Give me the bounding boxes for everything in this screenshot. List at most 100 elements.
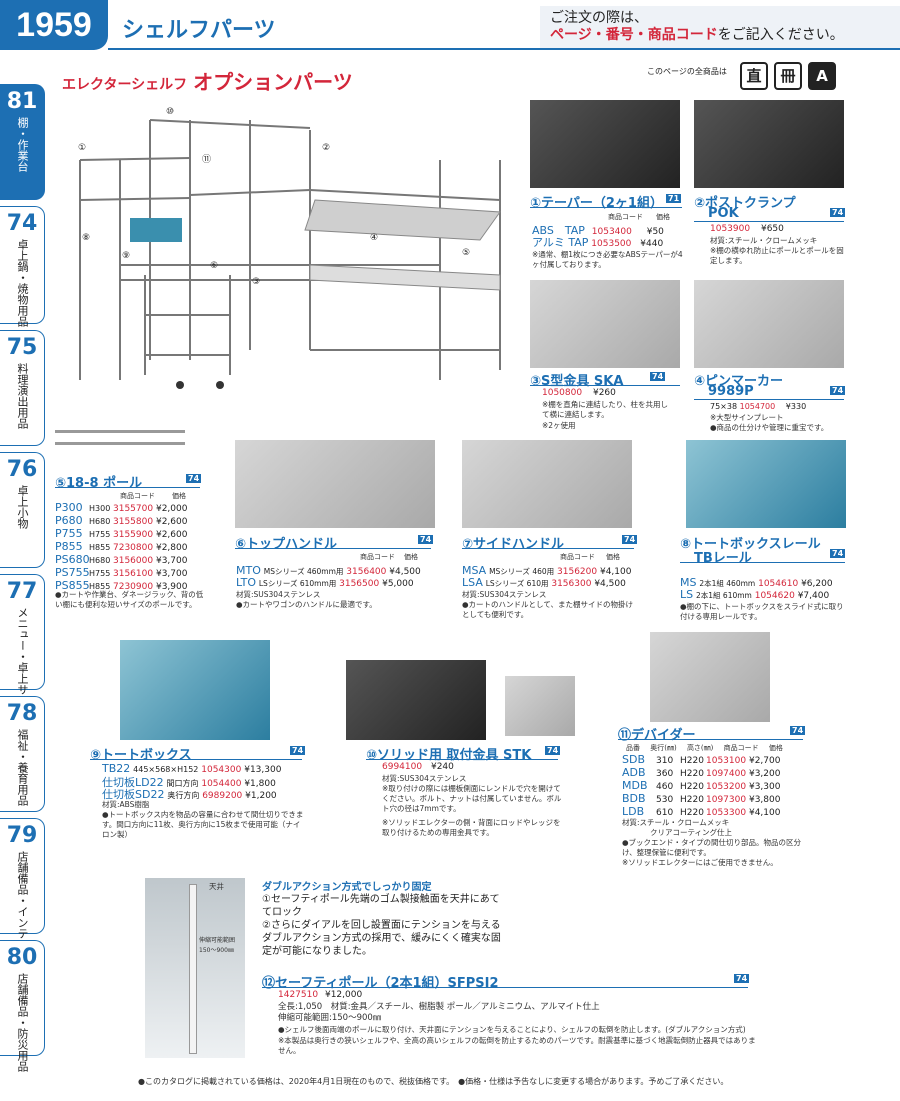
p7-row: MSA MSシリーズ 460用 3156200 ¥4,100: [462, 564, 632, 577]
p7-rule: [462, 548, 634, 549]
tab-num: 79: [6, 823, 38, 848]
range-label: 伸縮可能範囲 150〜900㎜: [199, 937, 236, 954]
p11-header: 品番 奥行(㎜) 高さ(㎜) 商品コード 価格: [626, 744, 783, 752]
tote-box-illustration: [130, 218, 182, 242]
tab-label: 棚・作業台: [16, 117, 29, 172]
tab-label: 店舗備品・インテリア: [16, 851, 29, 961]
p1-title: ①テーパー（2ヶ1組）: [530, 196, 663, 211]
p12-spec2: 伸縮可能範囲:150〜900㎜: [278, 1013, 382, 1023]
p2-title: ②ポストクランプ: [694, 196, 796, 211]
p8-title2: TBレール: [694, 551, 752, 566]
top-handle-photo: [235, 440, 435, 528]
s-bracket-photo: [530, 280, 680, 368]
p9-row: TB22 445×568×H152 1054300 ¥13,300: [102, 762, 282, 775]
p12-title: ⑫セーフティポール（2本1組）SFPSI2: [262, 976, 499, 991]
p1-h-price: 価格: [656, 213, 670, 221]
callout-11: ⑪: [202, 154, 211, 165]
callout-4: ④: [370, 233, 378, 243]
p7-row: LSA LSシリーズ 610用 3156300 ¥4,500: [462, 576, 626, 589]
p7-title: ⑦サイドハンドル: [462, 537, 565, 552]
solid-bracket-photo: [346, 660, 486, 740]
tab-num: 75: [6, 335, 38, 360]
p9-mat: 材質:ABS樹脂: [102, 800, 150, 809]
p2-title2: POK: [708, 206, 739, 221]
p5-h-code: 商品コード: [120, 492, 155, 500]
category-title: シェルフパーツ: [122, 18, 276, 43]
brand-label: エレクターシェルフ: [62, 77, 188, 93]
p4-rule: [694, 399, 844, 400]
pole-image: [55, 442, 185, 445]
p10-row: 6994100 ¥240: [382, 762, 454, 772]
p5-title: ⑤18-8 ポール: [55, 476, 143, 491]
p1-page-ref: 71: [666, 194, 682, 203]
notice-line1: ご注文の際は、: [550, 10, 648, 26]
p4-page-ref: 74: [830, 386, 846, 395]
p12-heading: ダブルアクション方式でしっかり固定: [262, 882, 432, 893]
page-number: 1959: [0, 0, 108, 50]
p5-page-ref: 74: [186, 474, 202, 483]
p8-row: MS 2本1組 460mm 1054610 ¥6,200: [680, 576, 833, 589]
callout-5: ⑤: [462, 248, 470, 258]
p2-row: 1053900 ¥650: [710, 224, 784, 234]
p12-note: ●シェルフ後面両端のポールに取り付け、天井面にテンションを与えることにより、シェ…: [278, 1025, 746, 1034]
p3-note2: ※2ヶ使用: [542, 421, 576, 430]
p4-note2: ●商品の仕分けや管理に重宝です。: [710, 423, 829, 432]
p9-page-ref: 74: [290, 746, 306, 755]
callout-10: ⑩: [166, 107, 174, 117]
p4-note: ※大型サインプレート: [710, 413, 784, 422]
tab-label: 卓上小物: [16, 485, 29, 529]
notice-red: ページ・番号・商品コード: [550, 27, 718, 43]
p2-rule: [694, 221, 844, 222]
tab-num: 80: [6, 945, 38, 970]
p6-mat: 材質:SUS304ステンレス: [236, 590, 321, 599]
p3-title: ③S型金具 SKA: [530, 374, 624, 389]
p10-title: ⑩ソリッド用 取付金具 STK: [366, 748, 532, 763]
pole-image: [55, 430, 185, 433]
p6-h-price: 価格: [404, 553, 418, 561]
p6-page-ref: 74: [418, 535, 434, 544]
p3-rule: [530, 385, 680, 386]
p10-rule: [366, 759, 558, 760]
p2-note: ※棚の横ゆれ防止にポールとポールを固定します。: [710, 246, 844, 265]
tab-num: 76: [6, 457, 38, 482]
p5-note: ●カートや作業台、ダネージラック、背の低い棚にも便利な短いサイズのポールです。: [55, 590, 204, 609]
p12-page-ref: 74: [734, 974, 750, 983]
p3-note: ※棚を直角に連結したり、柱を共用して横に連結します。: [542, 400, 668, 419]
p10-note: ※取り付けの際には棚板側面にレンドルで穴を開けてください。ボルト、ナットは付属し…: [382, 784, 562, 813]
sidebar-tab-79[interactable]: 79 店舗備品・インテリア: [0, 818, 45, 961]
pole-image: [189, 884, 197, 1054]
p6-row: LTO LSシリーズ 610mm用 3156500 ¥5,000: [236, 576, 414, 589]
section-title: エレクターシェルフオプションパーツ: [62, 66, 353, 95]
bracket-detail-photo: [505, 676, 575, 736]
p3-row: 1050800 ¥260: [542, 388, 616, 398]
p8-page-ref: 74: [830, 549, 846, 558]
sidebar-tab-76[interactable]: 76 卓上小物: [0, 452, 45, 568]
p6-h-code: 商品コード: [360, 553, 395, 561]
p12-row: 1427510 ¥12,000: [278, 990, 363, 1000]
p11-note2: ※ソリッドエレクターにはご使用できません。: [622, 858, 778, 867]
p11-mat: 材質:スチール・クロームメッキ: [622, 818, 730, 827]
callout-1: ①: [78, 143, 86, 153]
section-heading: オプションパーツ: [193, 70, 353, 94]
p12-note2: ※本製品は奥行きの狭いシェルフや、全高の高いシェルフの転倒を防止するためのパーツ…: [278, 1036, 756, 1055]
footer-note: ●このカタログに掲載されている価格は、2020年4月1日現在のもので、税抜価格で…: [138, 1077, 729, 1086]
p1-h-code: 商品コード: [608, 213, 643, 221]
header-rule: [108, 48, 900, 50]
p8-row: LS 2本1組 610mm 1054620 ¥7,400: [680, 588, 830, 601]
p1-row: アルミ TAP 1053500 ¥440: [532, 236, 664, 249]
p7-page-ref: 74: [622, 535, 638, 544]
p11-title: ⑪デバイダー: [618, 728, 696, 743]
p12-rule: [262, 987, 748, 988]
callout-2: ②: [322, 143, 330, 153]
p9-title: ⑨トートボックス: [90, 748, 192, 763]
p5-h-price: 価格: [172, 492, 186, 500]
safety-pole-photo: 天井 伸縮可能範囲 150〜900㎜: [145, 878, 245, 1058]
p8-title: ⑧トートボックスレール: [680, 537, 821, 552]
